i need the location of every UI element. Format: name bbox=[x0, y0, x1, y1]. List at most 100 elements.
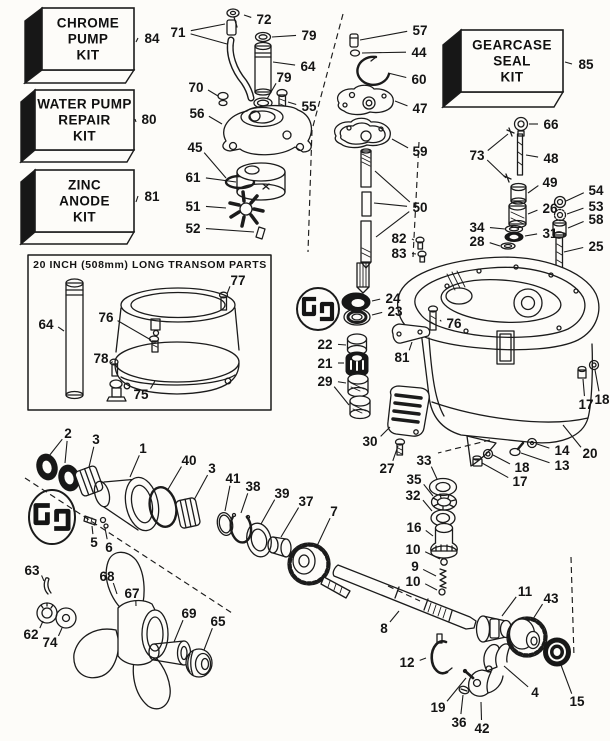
kit-box-number-80: 80 bbox=[141, 112, 156, 127]
leader-line bbox=[166, 466, 182, 492]
construction-lines bbox=[24, 13, 575, 658]
bolt-78 bbox=[106, 358, 127, 402]
leader-line bbox=[408, 341, 413, 351]
impeller-51 bbox=[228, 190, 265, 228]
leader-line bbox=[373, 202, 408, 207]
part-number-19: 19 bbox=[430, 700, 445, 715]
kit-box-skirt bbox=[441, 91, 565, 108]
part-number-82: 82 bbox=[391, 231, 406, 246]
part-number-54: 54 bbox=[588, 183, 604, 198]
part-callout-61-9: 61 bbox=[185, 170, 237, 185]
part-callout-40-56: 40 bbox=[166, 453, 197, 492]
kit-box-number-85: 85 bbox=[578, 57, 594, 72]
gearcase-housing bbox=[387, 256, 600, 467]
part-number-6: 6 bbox=[105, 540, 113, 555]
dashed-line-5 bbox=[387, 585, 421, 602]
part-callout-68-68: 68 bbox=[99, 569, 118, 595]
dashed-line-4 bbox=[437, 439, 491, 454]
washer-28 bbox=[500, 242, 516, 250]
cotter-pin-63 bbox=[43, 577, 52, 595]
leader-line bbox=[425, 529, 434, 537]
part-callout-50-17: 50 bbox=[373, 170, 428, 238]
part-number-68: 68 bbox=[99, 569, 115, 584]
part-number-79: 79 bbox=[276, 70, 291, 85]
leader-line bbox=[287, 101, 297, 106]
part-callout-14-49: 14 bbox=[536, 443, 570, 458]
omc-logo-lower bbox=[28, 489, 76, 545]
washer-34 bbox=[504, 224, 524, 234]
part-callout-35-73: 35 bbox=[406, 472, 434, 497]
leader-line bbox=[371, 311, 383, 316]
bearing-3b bbox=[175, 497, 201, 529]
pinion-gear-16 bbox=[430, 522, 458, 559]
part-callout-7-62: 7 bbox=[316, 504, 338, 547]
part-callout-76-42: 76 bbox=[439, 316, 462, 331]
part-callout-55-6: 55 bbox=[287, 99, 317, 114]
part-callout-10-78: 10 bbox=[405, 574, 438, 591]
leader-line bbox=[240, 493, 249, 514]
part-number-23: 23 bbox=[387, 304, 403, 319]
part-number-61: 61 bbox=[185, 170, 201, 185]
part-callout-11-85: 11 bbox=[501, 584, 533, 617]
ring-14 bbox=[526, 437, 538, 449]
leader-line bbox=[91, 525, 94, 535]
leader-line bbox=[391, 138, 409, 149]
part-number-72: 72 bbox=[256, 12, 271, 27]
leader-line bbox=[88, 446, 95, 468]
leader-line bbox=[57, 326, 65, 332]
part-callout-58-27: 58 bbox=[567, 212, 604, 229]
detent-ball-10a bbox=[440, 558, 448, 566]
leader-line bbox=[41, 575, 45, 582]
part-callout-76-34: 76 bbox=[98, 310, 152, 341]
kit-box-number-81: 81 bbox=[144, 189, 160, 204]
part-callout-48-22: 48 bbox=[525, 151, 559, 166]
part-callout-38-59: 38 bbox=[240, 479, 261, 514]
part-callout-3-54: 3 bbox=[88, 432, 100, 468]
gasket-plate-59 bbox=[334, 117, 391, 149]
part-number-58: 58 bbox=[588, 212, 604, 227]
bearing-21 bbox=[345, 351, 369, 377]
part-number-26: 26 bbox=[542, 201, 558, 216]
bolt-13 bbox=[509, 441, 525, 457]
propeller-68-67 bbox=[73, 551, 171, 710]
part-number-65: 65 bbox=[210, 614, 226, 629]
part-callout-57-12: 57 bbox=[359, 23, 428, 41]
seal-2b bbox=[58, 464, 80, 492]
part-callout-4-84: 4 bbox=[503, 665, 539, 700]
part-number-9: 9 bbox=[411, 559, 419, 574]
leader-line bbox=[271, 34, 297, 38]
leader-line bbox=[394, 100, 408, 107]
part-callout-1-55: 1 bbox=[129, 441, 147, 478]
leader-line bbox=[389, 610, 400, 623]
leader-line bbox=[48, 438, 63, 457]
part-callout-3-57: 3 bbox=[193, 461, 216, 501]
leader-line bbox=[64, 440, 68, 464]
part-number-70: 70 bbox=[188, 80, 203, 95]
leader-line bbox=[392, 445, 399, 462]
part-number-45: 45 bbox=[187, 140, 203, 155]
part-callout-67-69: 67 bbox=[124, 586, 140, 607]
part-number-60: 60 bbox=[411, 72, 426, 87]
part-callout-56-7: 56 bbox=[189, 106, 223, 125]
spring-9 bbox=[439, 568, 447, 589]
part-callout-78-35: 78 bbox=[93, 351, 113, 366]
part-number-34: 34 bbox=[469, 220, 485, 235]
part-number-33: 33 bbox=[416, 453, 432, 468]
part-number-1: 1 bbox=[139, 441, 147, 456]
part-number-62: 62 bbox=[23, 627, 38, 642]
mid-bearing-stack bbox=[341, 262, 371, 420]
leader-line bbox=[104, 527, 108, 540]
part-callout-6-64: 6 bbox=[104, 527, 113, 555]
leader-line bbox=[446, 677, 467, 702]
part-number-5: 5 bbox=[90, 535, 98, 550]
part-number-39: 39 bbox=[274, 486, 289, 501]
leader-line bbox=[205, 227, 255, 233]
dashed-line-0 bbox=[307, 13, 344, 253]
part-number-35: 35 bbox=[406, 472, 422, 487]
part-number-37: 37 bbox=[298, 494, 313, 509]
leader-line bbox=[337, 381, 347, 384]
driveshaft-and-plates bbox=[334, 33, 427, 269]
part-callout-12-80: 12 bbox=[399, 655, 427, 670]
screw-77 bbox=[218, 291, 229, 311]
